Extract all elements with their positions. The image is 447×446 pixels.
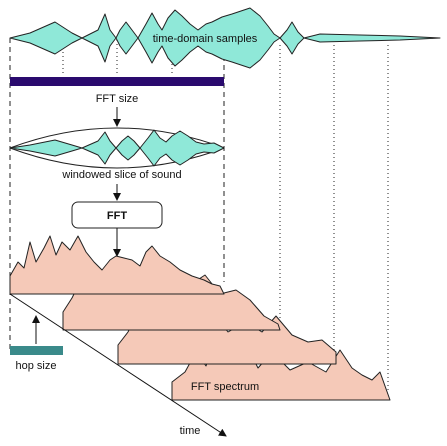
hop-size-bar: [10, 346, 63, 355]
time-axis: [9, 293, 227, 437]
fft-size-label: FFT size: [96, 93, 139, 105]
windowed-slice: windowed slice of sound: [9, 127, 225, 181]
samples-label: time-domain samples: [153, 33, 258, 45]
hop-size-label: hop size: [16, 360, 57, 372]
time-label: time: [180, 425, 201, 437]
spectrum-label: FFT spectrum: [191, 381, 259, 393]
windowed-label: windowed slice of sound: [61, 169, 181, 181]
spectrum-stack: FFT spectrum: [9, 235, 391, 401]
dotted-guides: [62, 40, 389, 392]
windowed-waveform-shape: [9, 129, 225, 167]
fft-size-bar: [10, 77, 224, 86]
window-envelope-lower: [9, 147, 225, 169]
time-domain-waveform: time-domain samples: [9, 7, 441, 69]
fft-box-label: FFT: [107, 210, 127, 222]
waveform-shape: [9, 7, 441, 69]
window-envelope: [9, 127, 225, 149]
spectrum-frame-1: [9, 235, 225, 295]
